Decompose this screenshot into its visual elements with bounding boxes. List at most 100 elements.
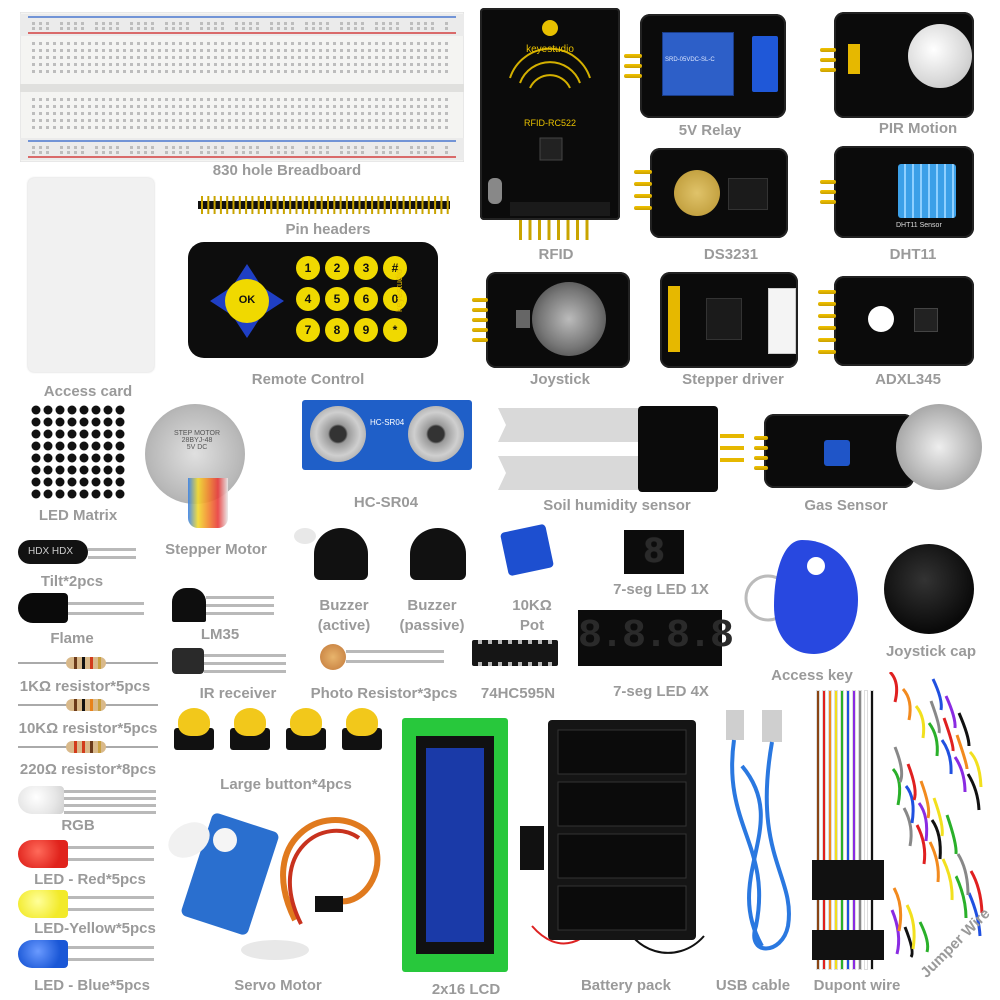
stepper-driver-connector — [768, 288, 796, 354]
remote-key: 3 — [354, 256, 378, 280]
remote-dpad: OK — [206, 260, 288, 342]
led-red — [18, 840, 68, 868]
seg1-led: 8 — [624, 530, 684, 574]
adxl345-label: ADXL345 — [875, 371, 941, 388]
remote-key: 7 — [296, 318, 320, 342]
ic-74hc595-label: 74HC595N — [480, 685, 556, 702]
ds3231-module — [634, 148, 788, 238]
dht11-module: DHT11 Sensor — [820, 146, 974, 238]
pot-label: 10KΩ Pot — [512, 597, 552, 634]
ir-receiver-label: IR receiver — [199, 685, 277, 702]
large-button — [172, 708, 216, 752]
dupont-label: Dupont wire — [813, 977, 901, 994]
usb-cable — [712, 706, 802, 970]
remote-key: 8 — [325, 318, 349, 342]
lcd-label: 2x16 LCD — [431, 981, 501, 998]
pir-label: PIR Motion — [878, 120, 958, 137]
adxl345-hole — [868, 306, 894, 332]
ds3231-label: DS3231 — [703, 246, 759, 263]
joystick-button — [516, 310, 530, 328]
pin-headers-label: Pin headers — [285, 221, 371, 238]
seg4-digits: 8.8.8.8 — [578, 614, 734, 659]
flame-label: Flame — [50, 630, 94, 647]
rfid-pins — [515, 220, 595, 240]
remote-key: * — [383, 318, 407, 342]
hcsr04-label: HC-SR04 — [353, 494, 419, 511]
gas-pot — [824, 440, 850, 466]
hcsr04-right-eye — [408, 406, 464, 462]
led-yellow — [18, 890, 68, 918]
resistor-1k-label: 1KΩ resistor*5pcs — [19, 678, 151, 695]
gas-sensor-dome — [896, 404, 982, 490]
led-blue — [18, 940, 68, 968]
joystick-module — [472, 272, 630, 368]
stepper-driver-module — [660, 272, 798, 368]
pir-module — [820, 12, 974, 118]
remote-brand: keyestudio — [394, 268, 404, 312]
dht11-sensor — [898, 164, 956, 218]
buzzer-passive — [410, 528, 466, 580]
lm35-sensor — [172, 588, 206, 622]
photo-resistor-label: Photo Resistor*3pcs — [310, 685, 458, 702]
flame-sensor — [18, 593, 68, 623]
dht11-label: DHT11 — [889, 246, 937, 263]
resistor-220-label: 220Ω resistor*8pcs — [19, 761, 157, 778]
rfid-module: keyestudio RFID-RC522 — [480, 8, 620, 220]
dupont-wire — [812, 690, 884, 970]
soil-sensor — [498, 404, 748, 494]
large-buttons — [172, 708, 392, 766]
access-key-label: Access key — [771, 667, 853, 684]
lm35-label: LM35 — [200, 626, 240, 643]
pir-pins-block — [848, 44, 860, 74]
resistor-1k — [18, 656, 158, 670]
relay-terminal — [752, 36, 778, 92]
relay-block: SRD-05VDC-SL-C — [662, 32, 734, 96]
seg4-led: 8.8.8.8 — [578, 610, 734, 666]
large-button-label: Large button*4pcs — [220, 776, 352, 793]
jumper-wire — [880, 670, 990, 972]
ds3231-battery — [674, 170, 720, 216]
stepper-driver-chip — [706, 298, 742, 340]
relay-brand-text: SRD-05VDC-SL-C — [665, 57, 715, 63]
remote-ok: OK — [238, 294, 256, 306]
remote-key: 2 — [325, 256, 349, 280]
large-button — [340, 708, 384, 752]
stepper-motor-face: STEP MOTOR 28BYJ-48 5V DC — [173, 430, 221, 451]
servo-label: Servo Motor — [234, 977, 322, 994]
relay-module: SRD-05VDC-SL-C — [624, 14, 786, 118]
tilt-switch: HDX HDX — [18, 540, 88, 564]
rgb-led — [18, 786, 64, 814]
remote-key: # — [383, 256, 407, 280]
ir-receiver — [172, 648, 204, 674]
resistor-10k — [18, 698, 158, 712]
servo-motor — [165, 800, 385, 970]
ds3231-chip — [728, 178, 768, 210]
breadboard-graphic — [19, 11, 465, 163]
battery-pack — [518, 716, 712, 976]
pin-headers — [198, 196, 450, 214]
hcsr04-module: HC-SR04 — [302, 400, 472, 470]
lcd-screen — [426, 748, 484, 942]
large-button — [228, 708, 272, 752]
buzzer-active — [314, 528, 368, 580]
led-red-label: LED - Red*5pcs — [34, 871, 146, 888]
rgb-label: RGB — [61, 817, 95, 834]
photo-resistor — [320, 644, 346, 670]
remote-key: 6 — [354, 287, 378, 311]
gas-label: Gas Sensor — [804, 497, 888, 514]
buzzer-active-label: Buzzer (active) — [317, 597, 371, 634]
usb-label: USB cable — [715, 977, 791, 994]
remote-key: 4 — [296, 287, 320, 311]
lcd-bezel — [416, 736, 494, 954]
relay-label: 5V Relay — [678, 122, 742, 139]
lcd-module — [402, 718, 508, 972]
pir-dome — [908, 24, 972, 88]
hcsr04-left-eye — [310, 406, 366, 462]
dht11-board-text: DHT11 Sensor — [896, 222, 942, 229]
breadboard — [19, 11, 465, 163]
led-blue-label: LED - Blue*5pcs — [34, 977, 150, 994]
access-card — [28, 178, 154, 372]
buzzer-passive-label: Buzzer (passive) — [399, 597, 465, 634]
